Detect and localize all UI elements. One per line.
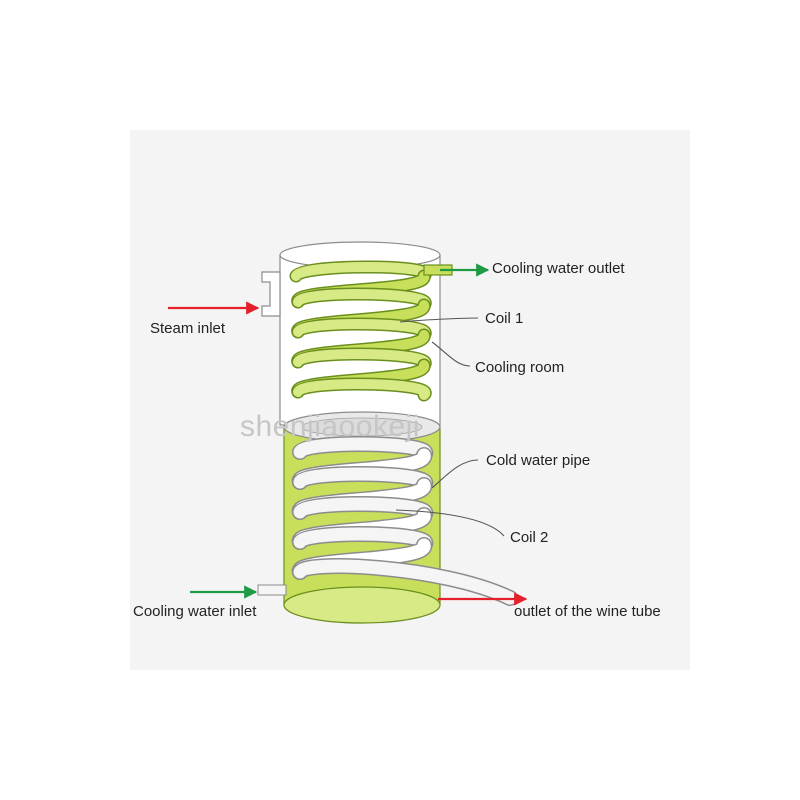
coil-1-leader [399, 317, 479, 323]
coil-2-graphic [257, 436, 518, 606]
label-steam-inlet: Steam inlet [150, 320, 226, 337]
coil-1-graphic [289, 260, 453, 402]
watermark-text: shenjiaookeji [240, 410, 420, 443]
cooling-room-leader [431, 341, 471, 367]
label-cooling-room: Cooling room [475, 359, 564, 376]
label-coil-1: Coil 1 [485, 310, 523, 327]
label-outlet-wine-tube: outlet of the wine tube [514, 603, 661, 620]
label-coil-2: Coil 2 [510, 529, 548, 546]
label-cooling-water-outlet: Cooling water outlet [492, 260, 625, 277]
label-cooling-water-inlet: Cooling water inlet [133, 603, 257, 620]
cold-water-pipe-leader [431, 459, 479, 489]
steam-inlet-flange [261, 271, 281, 317]
cooling-inlet-stub [257, 584, 287, 596]
coil-2-leader [395, 509, 505, 537]
lower-cylinder-bottom [283, 586, 441, 624]
label-cold-water-pipe: Cold water pipe [486, 452, 590, 469]
